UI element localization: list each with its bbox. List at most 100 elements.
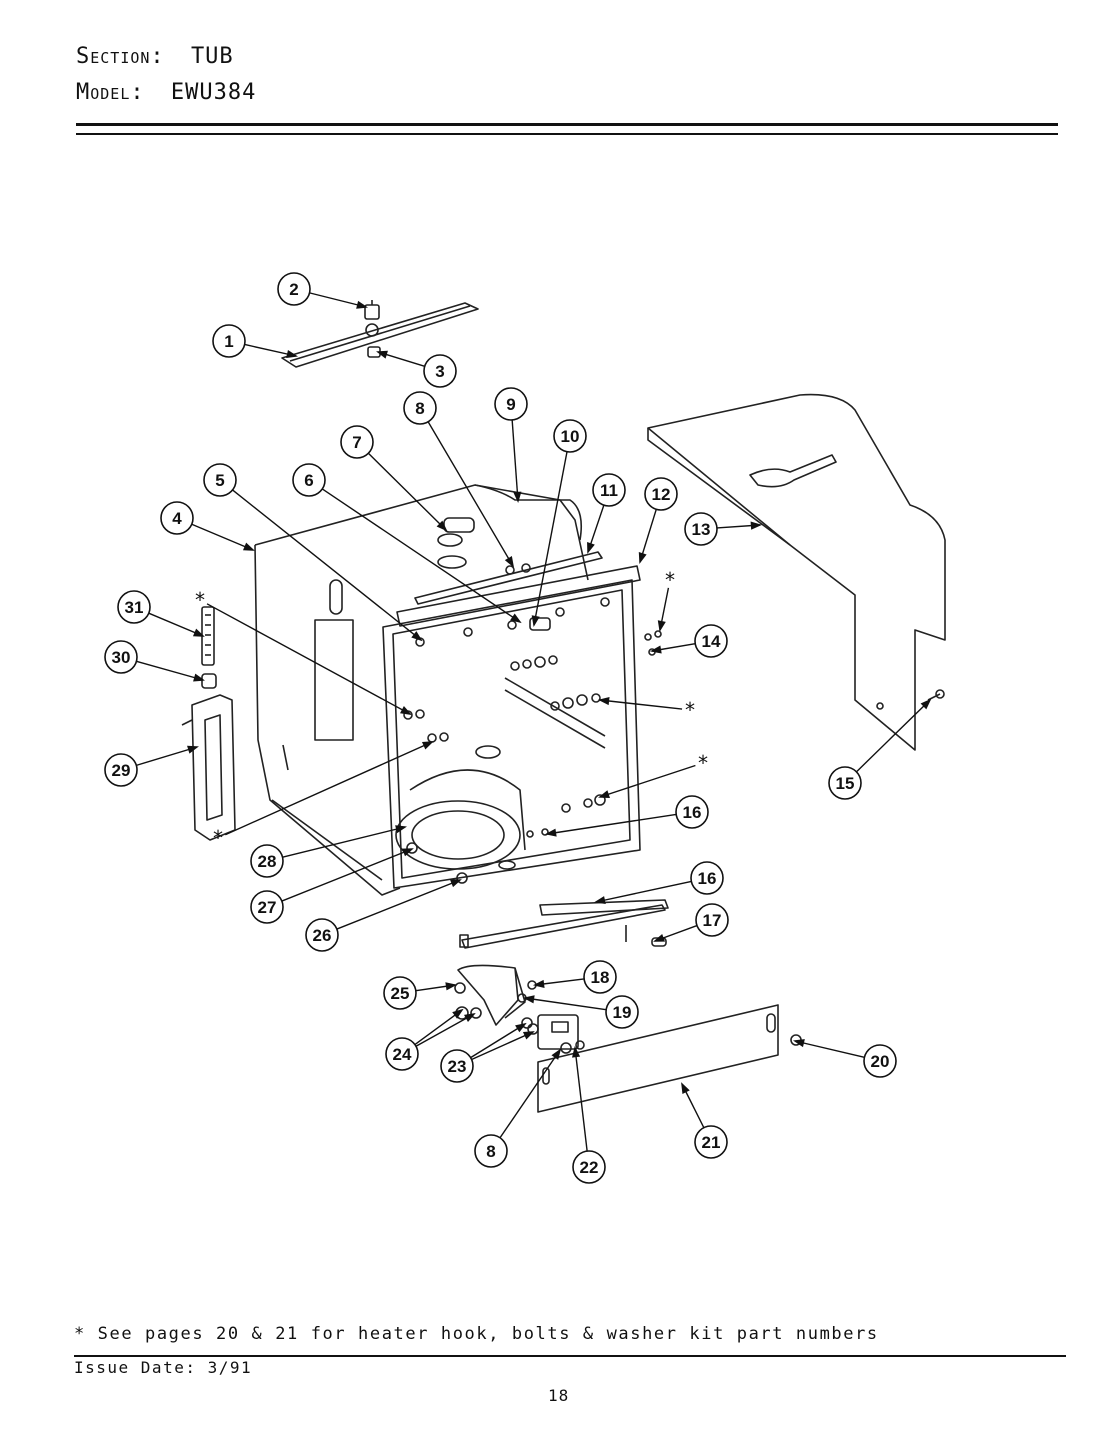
leader-line [206,603,411,715]
spray-arm-hub [364,300,380,320]
spray-arm [281,302,479,368]
leader-line [136,746,198,767]
callout-circle [383,976,417,1010]
part-callout: 1 [212,324,246,358]
part-callout: 24 [385,1037,419,1071]
callout-circle [694,1125,728,1159]
part-callout: 6 [292,463,326,497]
part-callout: 8 [474,1134,508,1168]
part-callout: 15 [828,766,862,800]
leader-arrowhead [452,1008,464,1019]
callout-number: 15 [836,774,855,793]
leader-line [136,660,204,681]
part-callout: 10 [553,419,587,453]
callout-number: 17 [703,911,722,930]
leader-line [599,699,683,710]
section-line: Section: TUB [76,44,234,69]
leader-arrowhead [436,520,448,532]
callout-circle [203,463,237,497]
control-bracket [537,1014,579,1050]
callout-number: 2 [289,280,298,299]
leader-arrowhead [598,790,610,799]
asterisk-marker: * [697,751,709,775]
asterisk-marker: * [194,588,206,612]
callout-circle [250,890,284,924]
leader-line [367,452,447,531]
part-callout: 12 [644,477,678,511]
model-label: Model: [76,80,145,105]
leader-arrowhead [522,995,535,1004]
leader-line [281,848,413,902]
leader-arrowhead [649,645,662,654]
page-number: 18 [548,1386,570,1405]
part-callout: 20 [863,1044,897,1078]
callout-circle [385,1037,419,1071]
leader-line [794,1040,865,1059]
callout-number: 8 [415,399,424,418]
leader-line [415,1013,475,1047]
leader-arrowhead [504,556,515,568]
callout-number: 31 [125,598,144,617]
callout-circle [592,473,626,507]
part-callout: 26 [305,918,339,952]
part-callout: 2 [277,272,311,306]
leader-arrowhead [242,542,255,551]
header-rule-thick [76,123,1058,126]
section-label: Section: [76,44,165,69]
callout-number: 30 [112,648,131,667]
part-callout: 7 [340,425,374,459]
part-callout: 30 [104,640,138,674]
small-hardware [454,925,802,1054]
leader-line [470,1023,526,1059]
model-line: Model: EWU384 [76,80,256,105]
callout-circle [684,512,718,546]
tub-body [254,484,589,896]
leader-arrowhead [193,673,205,682]
part-callout: 25 [383,976,417,1010]
insulation-blanket [647,393,946,751]
callout-number: 7 [352,433,361,452]
leader-line [639,509,657,563]
asterisk-marker: * [212,826,224,850]
leader-arrowhead [597,696,610,706]
leader-arrowhead [376,350,388,359]
part-callout: 31 [117,590,151,624]
leader-arrowhead [572,1045,581,1058]
part-callout: 5 [203,463,237,497]
hinge-support-rail [459,899,669,949]
part-callout: 28 [250,844,284,878]
leader-arrowhead [532,979,545,988]
part-callout: 4 [160,501,194,535]
leader-arrowhead [638,552,647,564]
leader-line [225,741,433,836]
part-callout: 23 [440,1049,474,1083]
callout-number: 10 [561,427,580,446]
leader-arrowhead [464,1013,476,1023]
callout-circle [583,960,617,994]
leader-arrowhead [401,848,414,857]
part-callout: 9 [494,387,528,421]
callout-circle [423,354,457,388]
callout-number: 22 [580,1158,599,1177]
part-callout: 21 [694,1125,728,1159]
callout-circle [695,903,729,937]
callout-number: 16 [683,803,702,822]
callout-number: 23 [448,1057,467,1076]
part-callout: 8 [403,391,437,425]
callout-circle [340,425,374,459]
callout-number: 5 [215,471,224,490]
leader-arrowhead [356,300,368,309]
callout-number: 27 [258,898,277,917]
leader-arrowhead [920,698,932,710]
leader-arrowhead [531,615,540,628]
leader-arrowhead [681,1082,690,1095]
part-callout: 3 [423,354,457,388]
leader-line [599,764,696,798]
tub-side-panel [314,619,354,741]
leader-arrowhead [286,350,298,358]
leader-arrowhead [445,982,458,991]
callout-number: 16 [698,869,717,888]
leader-arrowhead [192,628,205,637]
leader-line [595,880,692,903]
